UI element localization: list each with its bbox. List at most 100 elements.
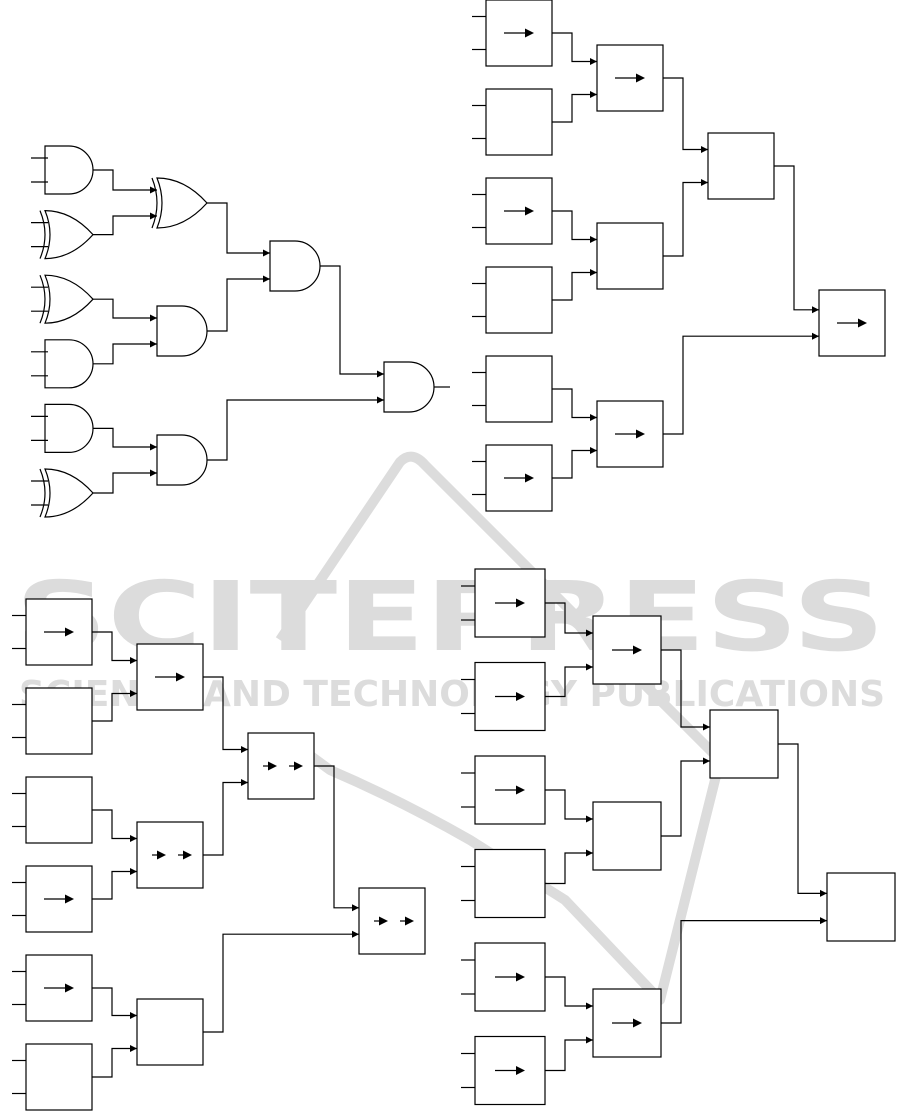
arrow-head <box>703 724 710 731</box>
arrow-head <box>820 917 827 924</box>
and-gate <box>45 404 93 452</box>
xor-gate-curve <box>152 178 157 228</box>
block-node <box>486 267 552 333</box>
wire <box>545 790 593 819</box>
block-node <box>597 223 663 289</box>
wire <box>552 33 597 62</box>
arrow-head <box>130 868 137 875</box>
wire <box>92 1049 137 1078</box>
wire <box>663 78 708 150</box>
wire <box>774 166 819 310</box>
block-node <box>708 133 774 199</box>
arrow-head <box>812 306 819 313</box>
wire <box>207 400 384 460</box>
arrow-head <box>263 276 270 283</box>
arrow-head <box>703 758 710 765</box>
block-node <box>137 822 203 888</box>
gate-tree <box>31 146 450 517</box>
xor-gate <box>45 211 93 259</box>
block-node <box>248 733 314 799</box>
wire <box>545 1040 593 1071</box>
block-node <box>710 710 778 778</box>
block-node <box>486 89 552 155</box>
diagram-layer <box>12 0 895 1110</box>
block-node <box>486 356 552 422</box>
block-node <box>26 777 92 843</box>
xor-gate-curve <box>40 211 45 259</box>
and-gate <box>157 435 207 485</box>
wire <box>203 934 359 1032</box>
block-node <box>137 999 203 1065</box>
block-node <box>827 873 895 941</box>
wire <box>207 279 270 331</box>
arrow-head <box>150 315 157 322</box>
arrow-head <box>701 179 708 186</box>
arrow-head <box>820 890 827 897</box>
wire <box>314 766 359 908</box>
xor-gate <box>157 178 207 228</box>
arrow-head <box>130 835 137 842</box>
xor-gate-curve <box>40 469 45 517</box>
arrow-head <box>377 397 384 404</box>
wire <box>320 266 384 374</box>
xor-gate-curve <box>40 275 45 323</box>
and-gate <box>45 146 93 194</box>
arrow-head <box>241 779 248 786</box>
arrow-head <box>150 470 157 477</box>
wire <box>663 183 708 257</box>
block-node <box>26 1044 92 1110</box>
wire <box>93 170 157 190</box>
block-node <box>475 850 545 918</box>
arrow-head <box>586 850 593 857</box>
arrow-head <box>130 1045 137 1052</box>
wire <box>552 389 597 418</box>
arrow-head <box>377 371 384 378</box>
wire <box>552 211 597 240</box>
wire <box>93 473 157 493</box>
wire <box>207 203 270 253</box>
wire <box>552 273 597 301</box>
wire <box>203 783 248 856</box>
wire <box>552 95 597 123</box>
wire <box>93 216 157 235</box>
wire <box>92 872 137 900</box>
box-tree-top-right <box>472 0 885 511</box>
and-gate <box>270 241 320 291</box>
arrow-head <box>590 414 597 421</box>
arrow-head <box>590 58 597 65</box>
xor-gate <box>45 275 93 323</box>
wire <box>93 299 157 318</box>
arrow-head <box>586 1037 593 1044</box>
wire <box>663 336 819 434</box>
arrow-head <box>590 269 597 276</box>
wire <box>661 921 827 1023</box>
arrow-head <box>263 250 270 257</box>
wire <box>93 428 157 447</box>
wire <box>545 853 593 884</box>
block-node <box>26 688 92 754</box>
xor-gate <box>45 469 93 517</box>
arrow-head <box>812 333 819 340</box>
arrow-head <box>241 746 248 753</box>
and-gate <box>384 362 434 412</box>
arrow-head <box>590 447 597 454</box>
arrow-head <box>586 816 593 823</box>
and-gate <box>157 306 207 356</box>
wire <box>778 744 827 893</box>
wire <box>545 977 593 1006</box>
wire <box>552 451 597 479</box>
wire <box>93 344 157 364</box>
arrow-head <box>352 931 359 938</box>
arrow-head <box>590 91 597 98</box>
block-node <box>359 888 425 954</box>
and-gate <box>45 340 93 388</box>
arrow-head <box>150 341 157 348</box>
arrow-head <box>590 236 597 243</box>
arrow-head <box>352 904 359 911</box>
wire <box>92 810 137 839</box>
arrow-head <box>701 146 708 153</box>
wire <box>92 988 137 1016</box>
arrow-head <box>586 1003 593 1010</box>
arrow-head <box>130 1012 137 1019</box>
